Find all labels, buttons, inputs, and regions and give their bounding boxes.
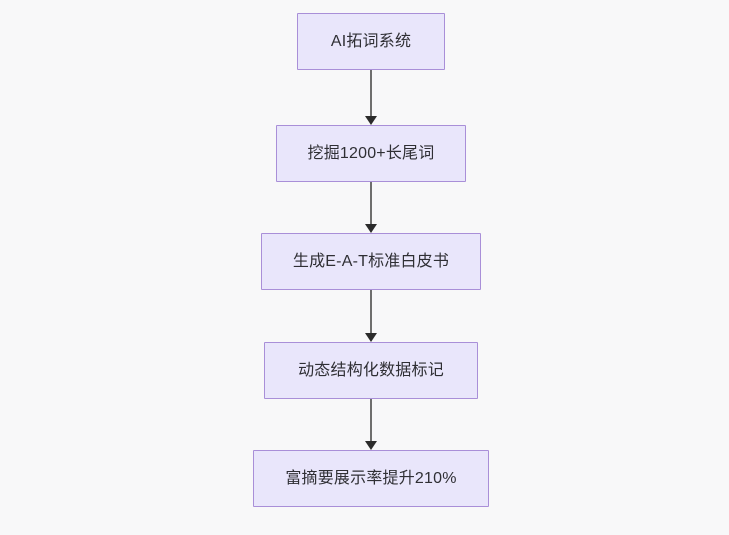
- flow-edge-2-line: [370, 182, 372, 225]
- flow-edge-2: [365, 182, 377, 233]
- flow-edge-3-line: [370, 290, 372, 334]
- flow-edge-4-arrowhead: [365, 441, 377, 450]
- flow-edge-3-arrowhead: [365, 333, 377, 342]
- flow-node-2-label: 挖掘1200+长尾词: [307, 144, 435, 162]
- flow-edge-3: [365, 290, 377, 342]
- flow-node-3[interactable]: 生成E-A-T标准白皮书: [261, 233, 481, 290]
- flow-edge-2-arrowhead: [365, 224, 377, 233]
- flow-node-5-label: 富摘要展示率提升210%: [285, 469, 457, 487]
- flow-node-2[interactable]: 挖掘1200+长尾词: [276, 125, 466, 182]
- flow-edge-1: [365, 70, 377, 125]
- flow-edge-1-line: [370, 70, 372, 117]
- flow-node-5[interactable]: 富摘要展示率提升210%: [253, 450, 489, 507]
- flow-node-1[interactable]: AI拓词系统: [297, 13, 445, 70]
- flow-node-4[interactable]: 动态结构化数据标记: [264, 342, 478, 399]
- flow-edge-4: [365, 399, 377, 450]
- flow-edge-1-arrowhead: [365, 116, 377, 125]
- flow-node-4-label: 动态结构化数据标记: [298, 361, 444, 379]
- flow-node-3-label: 生成E-A-T标准白皮书: [292, 252, 450, 270]
- flow-edge-4-line: [370, 399, 372, 442]
- flow-node-1-label: AI拓词系统: [330, 32, 412, 50]
